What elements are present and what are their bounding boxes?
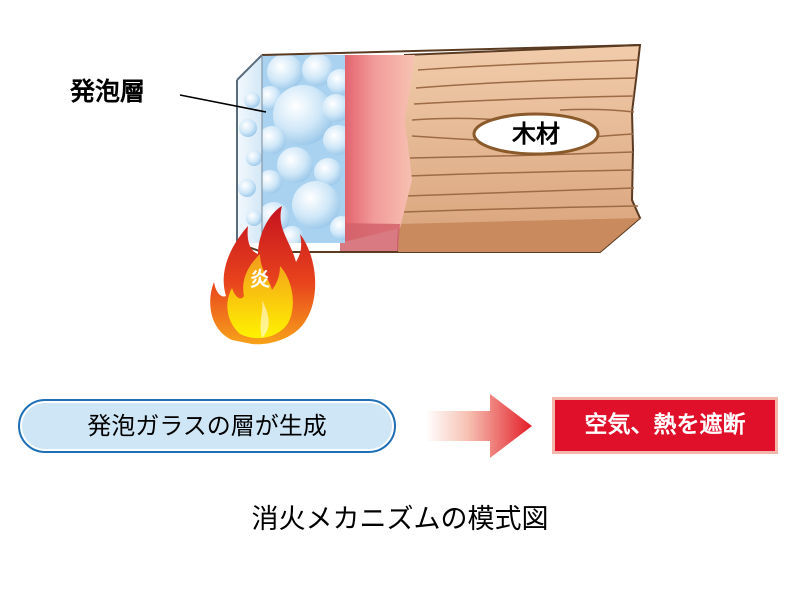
heated-zone [340, 55, 415, 243]
foam-layer [236, 44, 641, 253]
step-block-air-heat: 空気、熱を遮断 [552, 397, 778, 454]
wood-label-oval [472, 112, 600, 156]
flame-label: 炎 [250, 267, 270, 291]
foam-layer-label: 発泡層 [70, 77, 146, 106]
arrow-right-icon [426, 394, 532, 458]
diagram-caption: 消火メカニズムの模式図 [251, 504, 549, 535]
flame-icon [210, 206, 316, 345]
wood-label: 木材 [512, 120, 560, 148]
foam-leader-line [179, 94, 267, 113]
wood-grain [403, 59, 639, 213]
step-foam-glass-formed: 発泡ガラスの層が生成 [18, 399, 396, 453]
